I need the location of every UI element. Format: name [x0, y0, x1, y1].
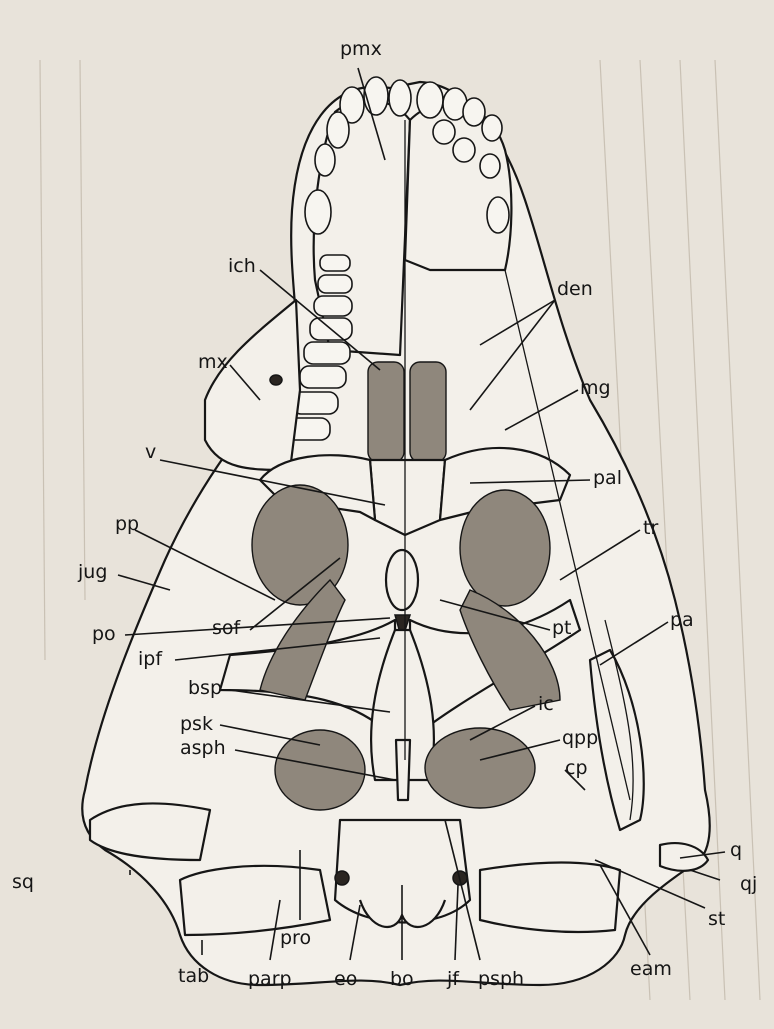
label-bsp: bsp: [188, 677, 222, 699]
left-otic-cavity: [275, 730, 365, 810]
label-ich: ich: [228, 255, 256, 277]
left-choana: [368, 362, 404, 462]
right-choana: [410, 362, 446, 462]
label-tr: tr: [643, 517, 658, 539]
label-qpp: qpp: [562, 727, 598, 749]
vomer: [370, 460, 445, 535]
label-st: st: [708, 908, 725, 930]
label-psph: psph: [478, 968, 524, 990]
label-mx: mx: [198, 351, 228, 373]
label-q: q: [730, 839, 742, 861]
label-psk: psk: [180, 713, 213, 735]
label-den: den: [557, 278, 593, 300]
label-mg: mg: [580, 377, 611, 399]
tabular-left: [180, 866, 330, 935]
maxillary-foramen: [270, 375, 282, 385]
label-sof: sof: [212, 617, 242, 639]
label-parp: parp: [248, 968, 292, 990]
label-pmx: pmx: [340, 38, 382, 60]
label-v: v: [145, 441, 156, 463]
label-po: po: [92, 623, 116, 645]
right-otic-cavity: [425, 728, 535, 808]
label-qj: qj: [740, 873, 757, 895]
label-pp: pp: [115, 513, 139, 535]
maxilla: [205, 300, 300, 470]
tabular-right: [480, 863, 620, 932]
left-jugular-foramen: [335, 871, 349, 885]
cultriform-process: [396, 740, 410, 800]
label-eam: eam: [630, 958, 672, 980]
label-pal: pal: [593, 467, 622, 489]
label-ic: ic: [538, 693, 554, 715]
label-jug: jug: [77, 561, 107, 583]
label-pt: pt: [552, 617, 572, 639]
label-ipf: ipf: [138, 648, 163, 670]
label-tab: tab: [178, 965, 209, 987]
right-suborbital-fenestra: [460, 490, 550, 606]
label-cp: cp: [565, 757, 588, 779]
interpterygoid-fenestra: [386, 550, 418, 610]
label-bo: bo: [390, 968, 414, 990]
label-pa: pa: [670, 609, 694, 631]
label-sq: sq: [12, 871, 34, 893]
label-jf: jf: [446, 968, 460, 990]
label-pro: pro: [280, 927, 311, 949]
label-eo: eo: [334, 968, 357, 990]
label-asph: asph: [180, 737, 226, 759]
